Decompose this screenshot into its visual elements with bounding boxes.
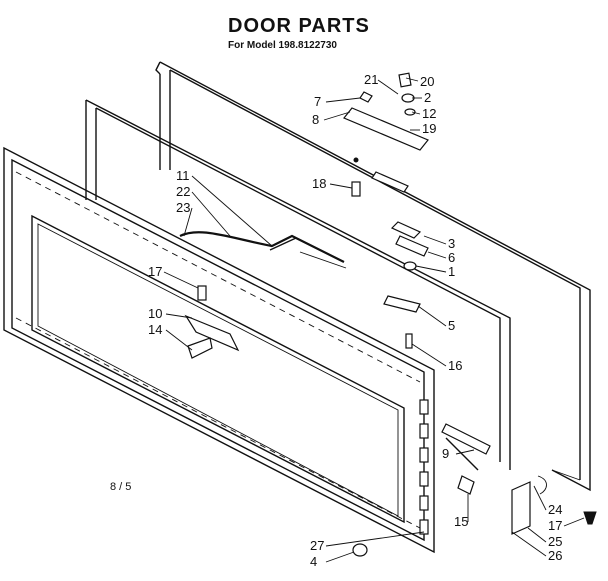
callout-26: 26: [548, 548, 562, 563]
callout-27: 27: [310, 538, 324, 553]
latch-hardware: [184, 221, 429, 359]
diagram-subtitle: For Model 198.8122730: [228, 40, 337, 51]
callout-9: 9: [442, 446, 449, 461]
callout-3: 3: [448, 236, 455, 251]
callout-2: 2: [424, 90, 431, 105]
lower-hinge-assembly: [352, 423, 597, 557]
callout-14: 14: [148, 322, 162, 337]
callout-23: 23: [176, 200, 190, 215]
callout-labels: 20 21 2 7 12 8 19 18 11 22 23 3 6 1 17 1…: [148, 72, 562, 569]
callout-7: 7: [314, 94, 321, 109]
upper-hinge-assembly: [343, 72, 429, 197]
front-door-panel: [3, 146, 435, 554]
page-code: 8 / 5: [110, 481, 131, 493]
callout-18: 18: [312, 176, 326, 191]
callout-1: 1: [448, 264, 455, 279]
diagram-title: DOOR PARTS: [228, 15, 370, 37]
callout-25: 25: [548, 534, 562, 549]
callout-15: 15: [454, 514, 468, 529]
callout-4: 4: [310, 554, 317, 569]
callout-24: 24: [548, 502, 562, 517]
callout-17-upper: 17: [148, 264, 162, 279]
door-vent-slots: [419, 399, 429, 535]
callout-6: 6: [448, 250, 455, 265]
callout-20: 20: [420, 74, 434, 89]
callout-5: 5: [448, 318, 455, 333]
callout-8: 8: [312, 112, 319, 127]
callout-19: 19: [422, 121, 436, 136]
callout-12: 12: [422, 106, 436, 121]
callout-11: 11: [176, 168, 190, 183]
door-gasket-frame: [85, 99, 511, 470]
callout-10: 10: [148, 306, 162, 321]
callout-22: 22: [176, 184, 190, 199]
callout-17-lower: 17: [548, 518, 562, 533]
callout-16: 16: [448, 358, 462, 373]
callout-21: 21: [364, 72, 378, 87]
callout-leaders: [163, 77, 585, 563]
